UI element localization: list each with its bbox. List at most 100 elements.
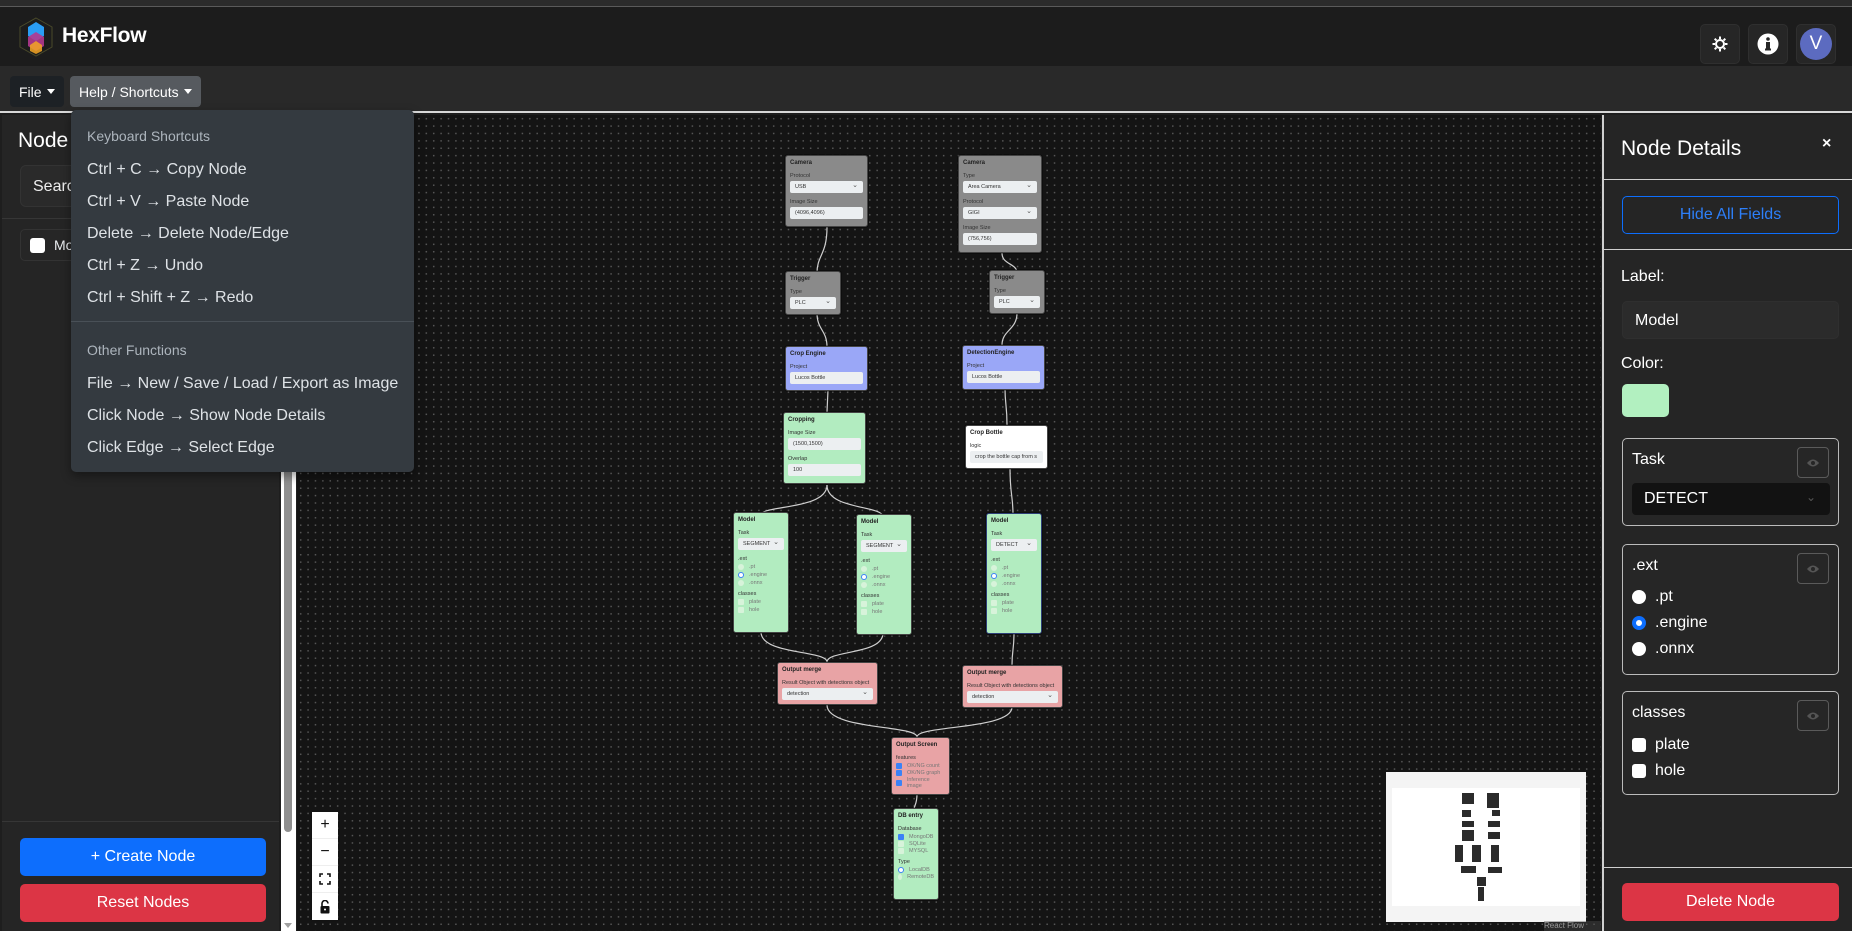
camera-node-2[interactable]: Camera Type Area Camera Protocol GIGI Im… <box>958 155 1042 253</box>
db-entry-node[interactable]: DB entry Database MongoDB SQLite MYSQL T… <box>893 808 939 900</box>
info-button[interactable] <box>1748 24 1788 64</box>
label-input[interactable]: Model <box>1622 301 1839 339</box>
checkbox-icon <box>861 609 867 615</box>
type-select[interactable]: PLC <box>994 296 1040 308</box>
node-title: Cropping <box>788 417 815 423</box>
model-node-2[interactable]: Model Task SEGMENT .ext .pt .engine .onn… <box>856 514 912 635</box>
unlock-icon <box>320 899 330 913</box>
db-checkbox-mysql[interactable]: MYSQL <box>898 848 934 854</box>
result-object-select[interactable]: detection <box>782 688 873 700</box>
ext-radio-pt[interactable]: .pt <box>861 566 907 572</box>
output-merge-node-1[interactable]: Output merge Result Object with detectio… <box>777 662 878 705</box>
ext-radio-engine[interactable]: .engine <box>738 572 784 578</box>
checkbox-icon <box>1632 738 1646 752</box>
protocol-select[interactable]: USB <box>790 181 863 193</box>
class-checkbox-hole[interactable]: hole <box>1632 762 1685 780</box>
detection-engine-node[interactable]: DetectionEngine Project Lucos Bottle <box>962 345 1045 390</box>
class-checkbox-hole[interactable]: hole <box>738 607 784 613</box>
ext-radio-onnx[interactable]: .onnx <box>991 581 1037 587</box>
node-checkbox[interactable] <box>30 237 45 253</box>
db-type-radio-local[interactable]: LocalDB <box>898 867 934 873</box>
dropdown-item[interactable]: File → New / Save / Load / Export as Ima… <box>87 375 399 392</box>
class-checkbox-plate[interactable]: plate <box>1632 736 1690 754</box>
toggle-visibility-button[interactable] <box>1797 447 1829 478</box>
type-select[interactable]: Area Camera <box>963 181 1037 193</box>
cropping-node[interactable]: Cropping Image Size (1500,1500) Overlap … <box>783 412 866 484</box>
camera-node-1[interactable]: Camera Protocol USB Image Size (4096,409… <box>785 155 868 227</box>
hide-all-fields-button[interactable]: Hide All Fields <box>1622 196 1839 234</box>
ext-radio-pt[interactable]: .pt <box>738 564 784 570</box>
dropdown-item[interactable]: Click Edge → Select Edge <box>87 439 275 456</box>
toggle-visibility-button[interactable] <box>1797 700 1829 731</box>
close-panel-button[interactable]: × <box>1822 135 1832 152</box>
protocol-select[interactable]: GIGI <box>963 207 1037 219</box>
help-shortcuts-menu-button[interactable]: Help / Shortcuts <box>70 76 201 107</box>
crop-engine-node[interactable]: Crop Engine Project Lucos Bottle <box>785 346 868 391</box>
dropdown-item[interactable]: Ctrl + C → Copy Node <box>87 161 247 178</box>
create-node-button[interactable]: + Create Node <box>20 838 266 876</box>
toggle-visibility-button[interactable] <box>1797 553 1829 584</box>
task-select[interactable]: DETECT <box>991 539 1037 551</box>
feature-checkbox-okng-graph[interactable]: OK/NG graph <box>896 770 945 776</box>
flow-canvas[interactable]: Camera Protocol USB Image Size (4096,409… <box>297 115 1601 931</box>
task-select[interactable]: DETECT ⌄ <box>1632 483 1830 515</box>
ext-radio-onnx[interactable]: .onnx <box>738 580 784 586</box>
output-screen-node[interactable]: Output Screen features OK/NG count OK/NG… <box>891 737 950 795</box>
trigger-node-1[interactable]: Trigger Type PLC <box>785 271 841 315</box>
dropdown-item[interactable]: Ctrl + V → Paste Node <box>87 193 250 210</box>
db-checkbox-mongodb[interactable]: MongoDB <box>898 834 934 840</box>
reset-nodes-button[interactable]: Reset Nodes <box>20 884 266 922</box>
ext-radio-engine[interactable]: .engine <box>861 574 907 580</box>
class-checkbox-plate[interactable]: plate <box>861 601 907 607</box>
ext-radio-engine[interactable]: .engine <box>1632 614 1708 632</box>
ext-radio-pt[interactable]: .pt <box>991 565 1037 571</box>
dropdown-item[interactable]: Delete → Delete Node/Edge <box>87 225 289 242</box>
react-flow-attribution[interactable]: React Flow <box>1544 921 1601 931</box>
zoom-in-button[interactable]: + <box>312 812 338 839</box>
dropdown-item[interactable]: Ctrl + Z → Undo <box>87 257 204 274</box>
trigger-node-2[interactable]: Trigger Type PLC <box>989 270 1045 314</box>
project-input[interactable]: Lucos Bottle <box>967 371 1040 383</box>
ext-radio-engine[interactable]: .engine <box>991 573 1037 579</box>
delete-node-button[interactable]: Delete Node <box>1622 883 1839 921</box>
db-checkbox-sqlite[interactable]: SQLite <box>898 841 934 847</box>
scroll-down-arrow-icon[interactable] <box>284 923 292 928</box>
feature-checkbox-okng-count[interactable]: OK/NG count <box>896 763 945 769</box>
feature-checkbox-inference-image[interactable]: Inference image <box>896 777 945 789</box>
fit-view-button[interactable] <box>312 866 338 893</box>
class-checkbox-plate[interactable]: plate <box>738 599 784 605</box>
task-select[interactable]: SEGMENT <box>861 540 907 552</box>
project-input[interactable]: Lucos Bottle <box>790 372 863 384</box>
type-select[interactable]: PLC <box>790 297 836 309</box>
image-size-input[interactable]: (756,756) <box>963 233 1037 245</box>
logic-input[interactable]: crop the bottle cap from s <box>970 451 1043 463</box>
model-node-3-selected[interactable]: Model Task DETECT .ext .pt .engine .onnx… <box>986 513 1042 634</box>
overlap-input[interactable]: 100 <box>788 464 861 476</box>
task-select[interactable]: SEGMENT <box>738 538 784 550</box>
edge <box>1004 387 1008 426</box>
dropdown-item[interactable]: Click Node → Show Node Details <box>87 407 326 424</box>
ext-radio-pt[interactable]: .pt <box>1632 588 1673 606</box>
class-checkbox-plate[interactable]: plate <box>991 600 1037 606</box>
zoom-out-button[interactable]: − <box>312 839 338 866</box>
ext-radio-onnx[interactable]: .onnx <box>1632 640 1694 658</box>
scrollbar-thumb[interactable] <box>284 127 292 832</box>
dropdown-item[interactable]: Ctrl + Shift + Z → Redo <box>87 289 254 306</box>
settings-button[interactable] <box>1700 24 1740 64</box>
image-size-input[interactable]: (1500,1500) <box>788 438 861 450</box>
user-menu-button[interactable]: V <box>1796 24 1836 64</box>
crop-bottle-node[interactable]: Crop Bottle logic crop the bottle cap fr… <box>965 425 1048 469</box>
field-label: Project <box>967 363 985 369</box>
minimap[interactable] <box>1386 772 1586 922</box>
image-size-input[interactable]: (4096,4096) <box>790 207 863 219</box>
class-checkbox-hole[interactable]: hole <box>861 609 907 615</box>
color-picker[interactable] <box>1622 384 1669 417</box>
class-checkbox-hole[interactable]: hole <box>991 608 1037 614</box>
ext-radio-onnx[interactable]: .onnx <box>861 582 907 588</box>
lock-toggle-button[interactable] <box>312 893 338 920</box>
file-menu-button[interactable]: File <box>10 76 64 107</box>
result-object-select[interactable]: detection <box>967 691 1058 703</box>
db-type-radio-remote[interactable]: RemoteDB <box>898 874 934 880</box>
model-node-1[interactable]: Model Task SEGMENT .ext .pt .engine .onn… <box>733 512 789 633</box>
output-merge-node-2[interactable]: Output merge Result Object with detectio… <box>962 665 1063 708</box>
